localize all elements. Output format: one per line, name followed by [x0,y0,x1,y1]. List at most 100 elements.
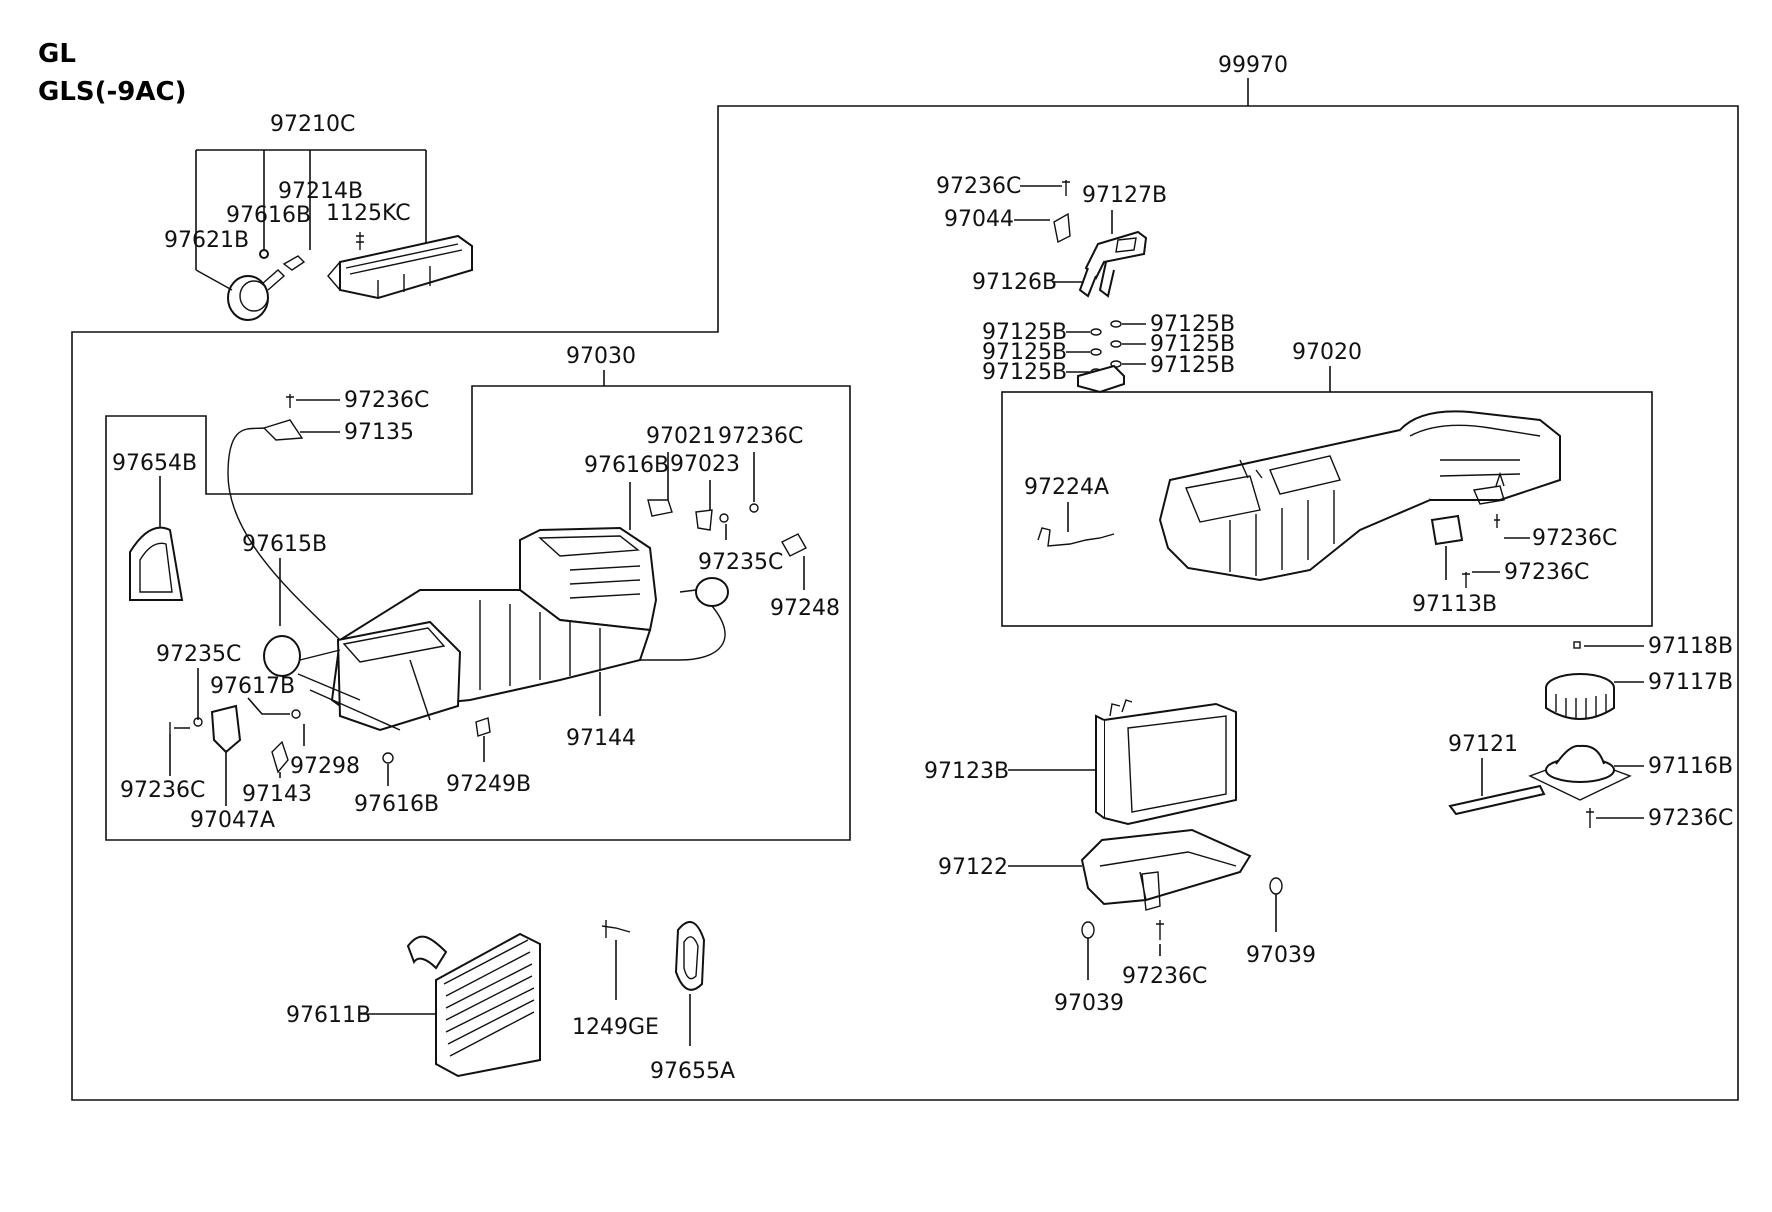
heater-housing-part [263,526,729,732]
screw-part [356,232,364,250]
label-97021: 97021 [646,424,716,449]
leaders-cluster [629,452,755,530]
screw-part [286,394,294,408]
washer-part [193,717,203,727]
label-97030: 97030 [566,344,636,369]
label-97125B-1: 97125B [982,320,1067,345]
label-97039-b: 97039 [1246,943,1316,968]
grommet-part [382,752,394,764]
label-97236C-b: 97236C [718,424,803,449]
label-97298: 97298 [290,754,360,779]
label-97039-a: 97039 [1054,991,1124,1016]
title-gl: GL [38,39,76,69]
intake-duct-part [327,234,473,300]
clip-part [282,255,306,271]
label-97125B-3: 97125B [982,360,1067,385]
screw-part [749,503,759,513]
label-97121: 97121 [1448,732,1518,757]
label-97235C-b: 97235C [156,642,241,667]
label-97654B: 97654B [112,451,197,476]
screw-part [1462,572,1470,588]
label-97125B-2: 97125B [982,340,1067,365]
screw-part [1156,920,1164,940]
oring-parts [1090,320,1122,376]
label-97655A: 97655A [650,1059,735,1084]
label-97214B: 97214B [278,179,363,204]
label-97125B-4: 97125B [1150,312,1235,337]
heater-pipe-part [1078,230,1148,298]
label-97122: 97122 [938,855,1008,880]
blower-motor-part [1528,744,1632,801]
label-97617B: 97617B [210,674,295,699]
heater-unit-frame [105,385,851,841]
label-97210C: 97210C [270,112,355,137]
title-gls: GLS(-9AC) [38,77,186,107]
label-97143: 97143 [242,782,312,807]
label-97113B: 97113B [1412,592,1497,617]
clip-part [271,740,289,774]
label-97236C-g: 97236C [1648,806,1733,831]
label-97236C-e: 97236C [1532,526,1617,551]
fitting-part [259,249,269,259]
leader [247,697,290,715]
heater-core-part [1095,699,1237,826]
screw-part [1062,180,1070,196]
label-97235C-a: 97235C [698,550,783,575]
connector-part [781,533,807,557]
label-97116B: 97116B [1648,754,1733,779]
resistor-part [1037,527,1115,547]
label-97123B: 97123B [924,759,1009,784]
label-97616B-c: 97616B [354,792,439,817]
label-97615B: 97615B [242,532,327,557]
tab-part [1495,471,1505,487]
grommet-part-left [1081,921,1095,939]
label-97249B: 97249B [446,772,531,797]
actuator-parts [647,499,713,531]
clip-part [1473,485,1505,505]
label-97236C-a: 97236C [344,388,429,413]
label-97621B: 97621B [164,228,249,253]
label-97135: 97135 [344,420,414,445]
case-cover-part [1080,828,1252,911]
fitting-part [291,709,301,719]
group-97210C-bracket [195,149,427,270]
hose-part [1448,784,1546,816]
label-97224A: 97224A [1024,475,1109,500]
blower-case-frame [1001,391,1653,627]
label-1249GE: 1249GE [572,1015,659,1040]
label-97236C-c: 97236C [120,778,205,803]
oring-leaders [1066,323,1146,373]
label-97117B: 97117B [1648,670,1733,695]
screw-part [1494,514,1500,528]
cable-bracket-part [227,419,304,475]
outer-assembly-frame [71,105,1739,1101]
control-cable-part [227,473,341,641]
label-97127B: 97127B [1082,183,1167,208]
clip-part [475,717,491,737]
label-97020: 97020 [1292,340,1362,365]
grommet-part [674,921,706,991]
screw-part [169,722,190,734]
blower-case-part [1158,410,1561,582]
label-97144: 97144 [566,726,636,751]
label-1125KC: 1125KC [326,201,411,226]
label-97023: 97023 [670,452,740,477]
label-99970: 99970 [1218,53,1288,78]
label-97126B: 97126B [972,270,1057,295]
label-97611B: 97611B [286,1003,371,1028]
evaporator-core-part [406,932,541,1078]
screw-part [1586,808,1594,828]
seal-part [129,526,184,601]
label-97118B: 97118B [1648,634,1733,659]
label-97047A: 97047A [190,808,275,833]
washer-part [719,513,729,523]
label-97125B-6: 97125B [1150,353,1235,378]
label-97616B-a: 97616B [226,203,311,228]
lever-part [210,704,242,754]
vacuum-actuator-part [195,269,286,321]
nut-part [1573,641,1581,649]
label-97616B-b: 97616B [584,453,669,478]
clip-part [1053,212,1071,244]
